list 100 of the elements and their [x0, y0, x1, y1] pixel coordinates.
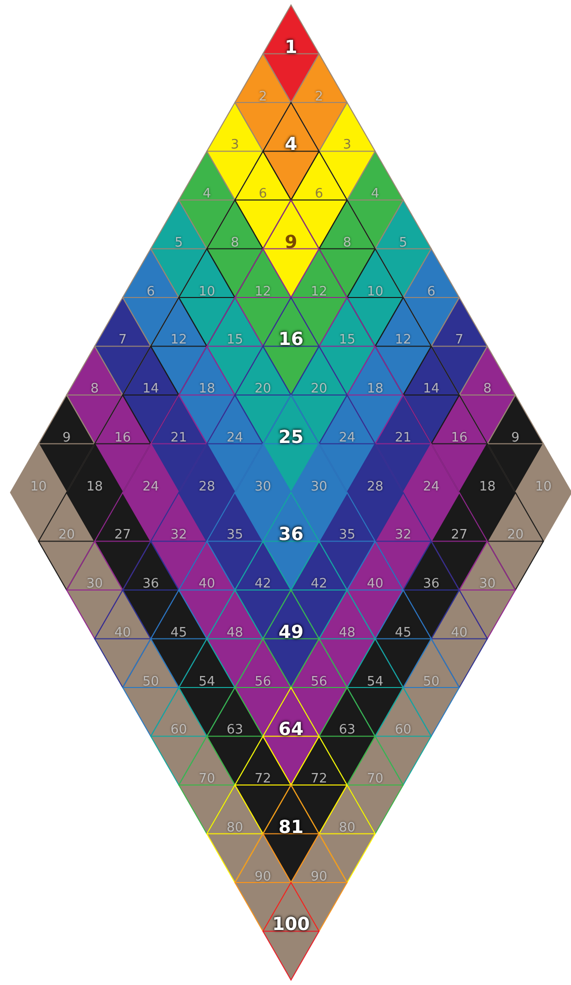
cell-number: 20: [310, 382, 328, 396]
cell-number: 32: [394, 528, 412, 542]
cell-number: 48: [226, 626, 244, 640]
cell-number: 36: [142, 578, 160, 590]
cell-number: 56: [254, 675, 272, 688]
cell-number: 6: [258, 188, 268, 200]
cell-number: 2: [314, 90, 324, 103]
cell-number: 28: [198, 480, 216, 493]
cell-number: 3: [230, 138, 240, 152]
cell-number: 27: [451, 528, 468, 542]
cell-number: 12: [394, 334, 412, 347]
cell-number: 72: [310, 772, 328, 786]
cell-number: 50: [142, 675, 160, 688]
cell-number: 16: [114, 431, 131, 444]
cell-number: 56: [310, 675, 328, 688]
cell-number: 24: [422, 480, 440, 493]
cell-number: 18: [366, 382, 384, 396]
cell-number: 12: [170, 334, 188, 347]
cell-number: 1: [284, 38, 298, 57]
cell-number: 4: [202, 188, 211, 200]
cell-number: 10: [198, 285, 216, 298]
cell-number: 2: [258, 90, 268, 103]
cell-number: 60: [394, 724, 412, 737]
cell-number: 70: [198, 772, 216, 786]
cell-number: 16: [451, 431, 468, 444]
cell-number: 28: [366, 480, 384, 493]
cell-number: 18: [479, 480, 496, 493]
cell-number: 40: [451, 626, 468, 640]
cell-number: 5: [174, 236, 183, 250]
cell-number: 8: [90, 382, 99, 396]
cell-number: 63: [338, 724, 356, 737]
cell-number: 8: [342, 236, 352, 250]
cell-number: 21: [170, 431, 188, 444]
cell-number: 4: [284, 136, 298, 154]
cell-number: 10: [30, 480, 47, 493]
cell-number: 40: [366, 578, 384, 590]
cell-number: 7: [455, 334, 464, 347]
cell-number: 4: [371, 188, 380, 200]
cell-number: 24: [142, 480, 160, 493]
cell-number: 54: [198, 675, 216, 688]
cell-number: 35: [338, 528, 356, 542]
cell-number: 14: [142, 382, 160, 396]
cell-number: 81: [278, 818, 304, 837]
cell-number: 8: [230, 236, 240, 250]
cell-number: 24: [338, 431, 356, 444]
cell-number: 35: [226, 528, 244, 542]
cell-number: 40: [198, 578, 216, 590]
cell-number: 100: [272, 916, 310, 934]
cell-number: 7: [118, 334, 127, 347]
cell-number: 48: [338, 626, 356, 640]
cell-number: 15: [226, 334, 244, 347]
cell-number: 27: [114, 528, 131, 542]
cell-number: 45: [394, 626, 412, 640]
cell-number: 20: [58, 528, 75, 542]
cell-number: 32: [170, 528, 188, 542]
cell-number: 6: [427, 285, 436, 298]
cell-number: 72: [254, 772, 272, 786]
cell-number: 9: [284, 234, 298, 252]
cell-number: 9: [511, 431, 520, 444]
cell-number: 18: [86, 480, 103, 493]
cell-number: 5: [399, 236, 408, 250]
cell-number: 40: [114, 626, 131, 640]
cell-number: 64: [278, 721, 304, 740]
cell-number: 16: [278, 331, 304, 350]
cell-number: 10: [366, 285, 384, 298]
cell-number: 20: [254, 382, 272, 396]
cell-number: 80: [226, 821, 244, 834]
cell-number: 42: [310, 578, 328, 590]
cell-number: 30: [86, 578, 103, 590]
cell-number: 49: [278, 624, 304, 642]
cell-number: 3: [342, 138, 352, 152]
cell-number: 54: [366, 675, 384, 688]
cell-number: 36: [278, 526, 304, 544]
cell-number: 24: [226, 431, 244, 444]
cell-number: 70: [366, 772, 384, 786]
cell-number: 8: [483, 382, 492, 396]
cell-number: 42: [254, 578, 272, 590]
cell-number: 21: [394, 431, 412, 444]
cell-number: 45: [170, 626, 188, 640]
cell-number: 25: [278, 428, 304, 447]
cell-number: 10: [535, 480, 552, 493]
cell-number: 90: [310, 870, 328, 883]
cell-number: 63: [226, 724, 244, 737]
cell-number: 90: [254, 870, 272, 883]
cell-number: 9: [62, 431, 71, 444]
cell-number: 15: [338, 334, 356, 347]
cell-number: 12: [310, 285, 328, 298]
cell-number: 60: [170, 724, 188, 737]
cell-number: 18: [198, 382, 216, 396]
cell-number: 20: [507, 528, 524, 542]
cell-number: 6: [146, 285, 155, 298]
cell-number: 12: [254, 285, 272, 298]
cell-number: 30: [479, 578, 496, 590]
cell-number: 14: [422, 382, 440, 396]
cell-number: 30: [310, 480, 328, 493]
cell-number: 36: [422, 578, 440, 590]
cell-number: 50: [422, 675, 440, 688]
cell-number: 80: [338, 821, 356, 834]
cell-number: 6: [314, 188, 324, 200]
cell-number: 30: [254, 480, 272, 493]
